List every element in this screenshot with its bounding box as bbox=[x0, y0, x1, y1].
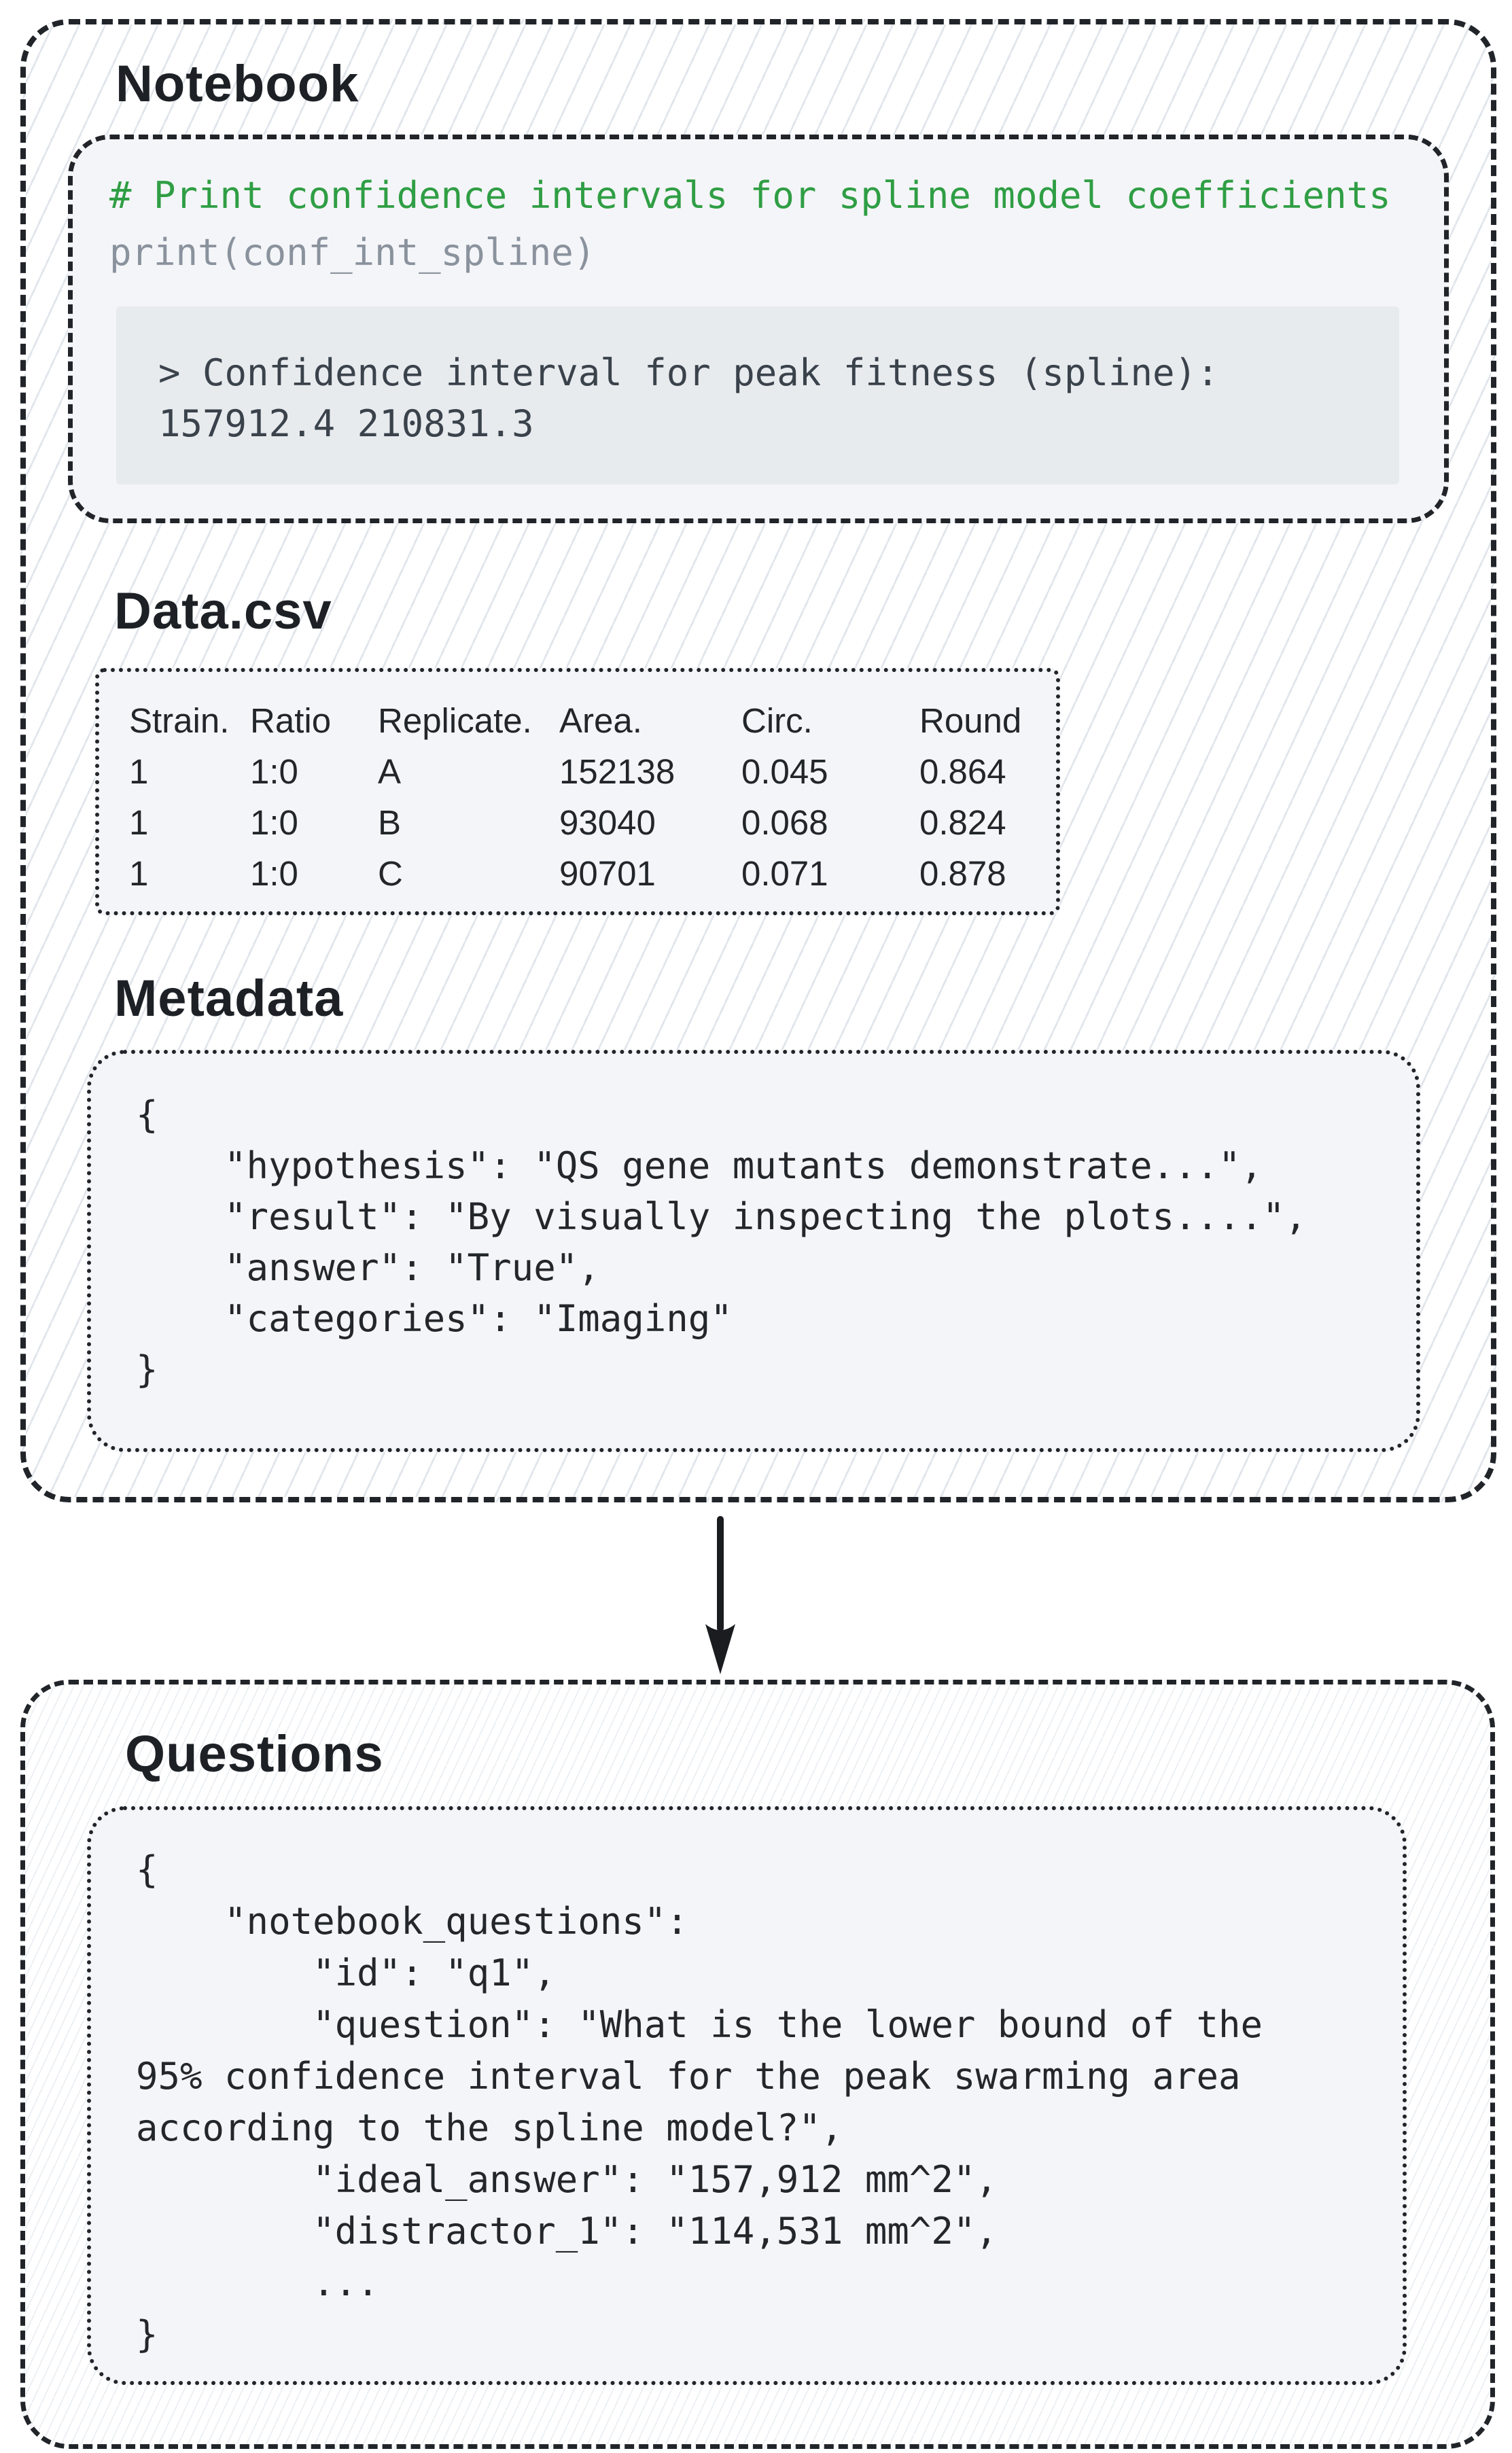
table-cell: 1:0 bbox=[250, 752, 298, 791]
column-header: Strain. bbox=[129, 701, 230, 740]
table-cell: C bbox=[378, 854, 403, 893]
json-line: "hypothesis": "QS gene mutants demonstra… bbox=[136, 1144, 1263, 1187]
json-line: "result": "By visually inspecting the pl… bbox=[136, 1195, 1307, 1238]
json-line: "question": "What is the lower bound of … bbox=[136, 2003, 1263, 2046]
table-cell: 1 bbox=[129, 854, 149, 893]
table-cell: 152138 bbox=[559, 752, 675, 791]
table-cell: 1 bbox=[129, 803, 149, 842]
flow-arrow-icon bbox=[705, 1516, 735, 1674]
column-header: Ratio bbox=[250, 701, 332, 740]
table-row: 1 1:0 A 152138 0.045 0.864 bbox=[129, 746, 1056, 797]
output-line-1: > Confidence interval for peak fitness (… bbox=[158, 351, 1219, 394]
table-cell: B bbox=[378, 803, 402, 842]
table-cell: 0.068 bbox=[741, 803, 828, 842]
column-header: Circ. bbox=[741, 701, 813, 740]
json-line: "categories": "Imaging" bbox=[136, 1297, 733, 1340]
table-cell: 90701 bbox=[559, 854, 656, 893]
notebook-section-title: Notebook bbox=[116, 55, 359, 113]
table-cell: 1 bbox=[129, 752, 149, 791]
figure-top-panel: Notebook # Print confidence intervals fo… bbox=[20, 19, 1496, 1502]
json-line: { bbox=[136, 1848, 158, 1891]
table-row: 1 1:0 C 90701 0.071 0.878 bbox=[129, 848, 1056, 899]
column-header: Replicate. bbox=[378, 701, 532, 740]
table-cell: 0.071 bbox=[741, 854, 828, 893]
json-line: "distractor_1": "114,531 mm^2", bbox=[136, 2210, 998, 2253]
json-line: } bbox=[136, 1348, 158, 1391]
json-line: "answer": "True", bbox=[136, 1246, 600, 1289]
json-line: 95% confidence interval for the peak swa… bbox=[136, 2055, 1241, 2098]
json-line: } bbox=[136, 2313, 158, 2356]
output-line-2: 157912.4 210831.3 bbox=[158, 402, 534, 445]
csv-header-row: Strain. Ratio Replicate. Area. Circ. Round bbox=[129, 695, 1056, 746]
table-cell: 0.864 bbox=[919, 752, 1006, 791]
table-cell: 1:0 bbox=[250, 854, 298, 893]
questions-json-lines: { "notebook_questions": "id": "q1", "que… bbox=[136, 1844, 1403, 2361]
datacsv-section-title: Data.csv bbox=[114, 582, 332, 640]
column-header: Round bbox=[919, 701, 1022, 740]
metadata-section-title: Metadata bbox=[114, 970, 344, 1027]
json-line: "notebook_questions": bbox=[136, 1900, 688, 1943]
table-cell: A bbox=[378, 752, 402, 791]
figure-bottom-panel: Questions { "notebook_questions": "id": … bbox=[20, 1680, 1495, 2449]
code-comment-line: # Print confidence intervals for spline … bbox=[109, 174, 1391, 217]
code-output-panel: > Confidence interval for peak fitness (… bbox=[116, 306, 1399, 484]
table-cell: 93040 bbox=[559, 803, 656, 842]
notebook-code-panel: # Print confidence intervals for spline … bbox=[68, 135, 1449, 523]
table-cell: 0.824 bbox=[919, 803, 1006, 842]
metadata-json-panel: { "hypothesis": "QS gene mutants demonst… bbox=[87, 1050, 1420, 1452]
json-line: ... bbox=[136, 2261, 379, 2304]
json-line: "id": "q1", bbox=[136, 1952, 556, 1994]
column-header: Area. bbox=[559, 701, 642, 740]
table-cell: 1:0 bbox=[250, 803, 298, 842]
questions-section-title: Questions bbox=[125, 1725, 384, 1783]
questions-json-panel: { "notebook_questions": "id": "q1", "que… bbox=[87, 1806, 1407, 2385]
table-cell: 0.045 bbox=[741, 752, 828, 791]
code-statement-line: print(conf_int_spline) bbox=[109, 231, 596, 274]
table-cell: 0.878 bbox=[919, 854, 1006, 893]
json-line: according to the spline model?", bbox=[136, 2106, 843, 2149]
json-line: { bbox=[136, 1093, 158, 1136]
json-line: "ideal_answer": "157,912 mm^2", bbox=[136, 2158, 998, 2201]
metadata-json-lines: { "hypothesis": "QS gene mutants demonst… bbox=[136, 1089, 1416, 1395]
table-row: 1 1:0 B 93040 0.068 0.824 bbox=[129, 797, 1056, 848]
